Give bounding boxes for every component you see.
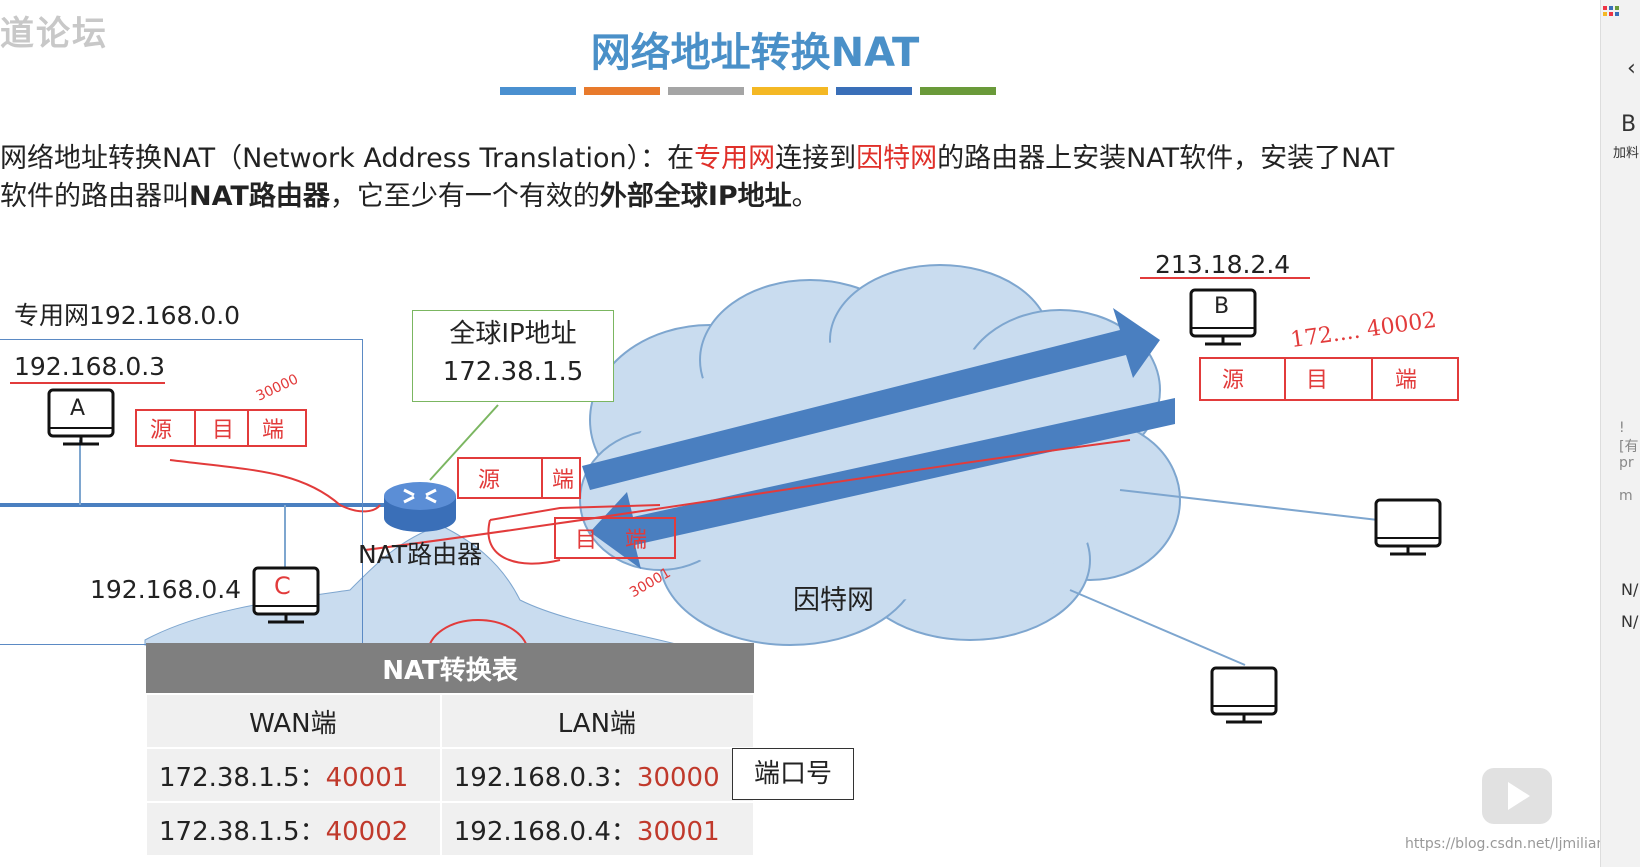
side-item-5: m	[1619, 488, 1633, 504]
slide-canvas: 道论坛 网络地址转换NAT 网络地址转换NAT（Network Address …	[0, 14, 1600, 857]
nat-table-title: NAT转换表	[146, 643, 754, 694]
router-label: NAT路由器	[358, 540, 483, 569]
monitor-icon	[47, 388, 115, 446]
wan-cell: 172.38.1.5：40001	[145, 747, 442, 803]
handwritten-ret-dst: 目	[575, 528, 598, 553]
monitor-icon	[1210, 666, 1278, 724]
title-bar-1	[500, 87, 576, 95]
callout-line1: 全球IP地址	[449, 319, 577, 349]
lan-cell: 192.168.0.4：30001	[439, 801, 756, 857]
col-header-lan: LAN端	[439, 693, 756, 749]
arrow-outgoing	[582, 308, 1160, 490]
host-a-ip: 192.168.0.3	[14, 352, 166, 381]
link-line	[1119, 489, 1379, 521]
router-icon	[384, 482, 456, 532]
internet-label: 因特网	[793, 585, 874, 616]
source-watermark: https://blog.csdn.net/ljmiliang	[1405, 836, 1600, 852]
side-item-jialiao[interactable]: 加料	[1613, 146, 1640, 161]
handwritten-b-port: 端	[1395, 368, 1418, 393]
title-bar-4	[752, 87, 828, 95]
forum-watermark: 道论坛	[0, 14, 108, 54]
handwritten-router-src: 源	[478, 468, 501, 493]
callout-pointer	[429, 404, 499, 481]
host-b-ip: 213.18.2.4	[1155, 250, 1291, 279]
port-number-label: 端口号	[732, 748, 854, 800]
side-item-7: N/	[1621, 612, 1639, 631]
monitor-icon	[1189, 288, 1257, 346]
collapse-icon[interactable]: ‹	[1627, 56, 1636, 81]
side-item-b[interactable]: B	[1621, 112, 1637, 137]
arrow-incoming	[590, 398, 1175, 569]
host-c-ip: 192.168.0.4	[90, 575, 242, 604]
host-c-letter: C	[274, 572, 291, 600]
handwritten-a-dst: 目	[212, 418, 235, 443]
slide-title: 网络地址转换NAT	[590, 30, 920, 76]
title-bar-5	[836, 87, 912, 95]
link-line	[1069, 589, 1246, 666]
lan-cell: 192.168.0.3：30000	[439, 747, 756, 803]
title-bar-6	[920, 87, 996, 95]
host-a-letter: A	[70, 396, 86, 421]
callout-line2: 172.38.1.5	[442, 357, 584, 387]
play-icon	[1508, 782, 1530, 810]
monitor-icon	[252, 566, 320, 624]
side-item-6: N/	[1621, 580, 1639, 599]
side-item-4: pr	[1619, 455, 1634, 471]
private-network-label: 专用网192.168.0.0	[14, 301, 241, 330]
intro-paragraph: 网络地址转换NAT（Network Address Translation）：在…	[0, 143, 1395, 212]
apps-icon[interactable]	[1601, 4, 1640, 26]
wan-cell: 172.38.1.5：40002	[145, 801, 442, 857]
title-bar-2	[584, 87, 660, 95]
handwritten-a-port: 端	[262, 418, 285, 443]
host-b-letter: B	[1214, 294, 1230, 319]
play-button[interactable]	[1482, 768, 1552, 824]
nat-translation-table: NAT转换表 WAN端 LAN端 172.38.1.5：40001 192.16…	[145, 643, 756, 857]
side-item-3: ![有	[1619, 420, 1639, 455]
handwritten-b-dst: 目	[1306, 368, 1329, 393]
table-row: 172.38.1.5：40001 192.168.0.3：30000	[145, 747, 756, 803]
handwritten-b-src: 源	[1222, 368, 1245, 393]
side-panel: ‹ B 加料 ![有 pr m N/ N/	[1600, 0, 1640, 867]
handwritten-a-src: 源	[150, 418, 173, 443]
monitor-icon	[1374, 498, 1442, 556]
col-header-wan: WAN端	[145, 693, 442, 749]
title-bar-3	[668, 87, 744, 95]
table-row: 172.38.1.5：40002 192.168.0.4：30001	[145, 801, 756, 857]
handwritten-router-port: 端	[552, 468, 575, 493]
global-ip-callout: 全球IP地址 172.38.1.5	[412, 310, 614, 402]
handwritten-ret-port: 端	[625, 528, 648, 553]
